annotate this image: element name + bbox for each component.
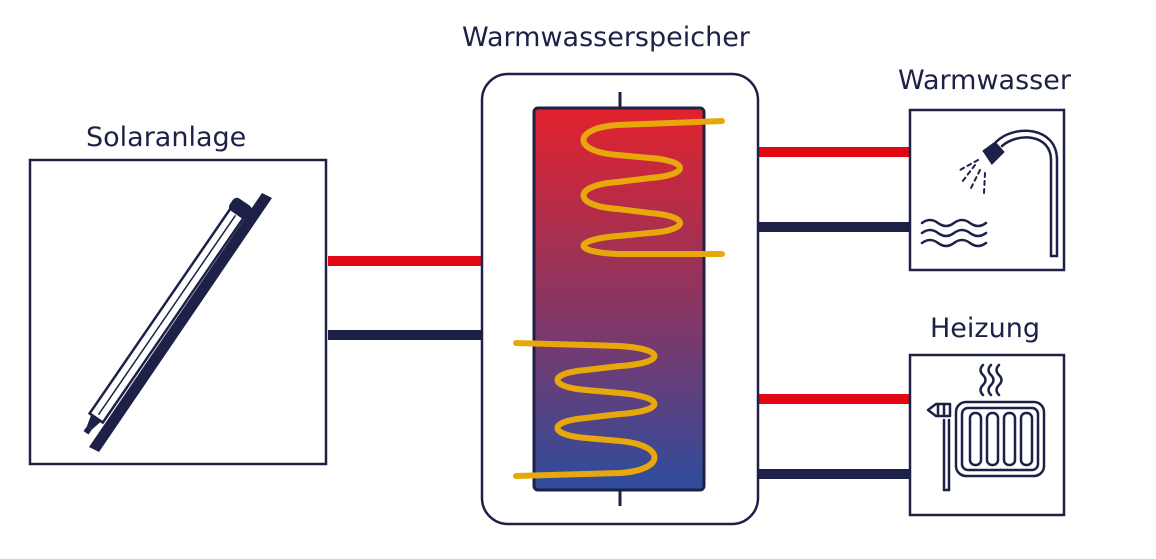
shower-icon [920, 129, 1059, 258]
radiator-icon [926, 363, 1046, 492]
solar-collector-icon [83, 193, 272, 452]
heating-label: Heizung [930, 313, 1040, 344]
tank-label: Warmwasserspeicher [462, 22, 750, 53]
tank-body [532, 106, 706, 492]
solar-label: Solaranlage [86, 122, 247, 153]
upper-heat-coil [580, 118, 725, 257]
lower-heat-coil [513, 340, 658, 479]
hot-water-label: Warmwasser [898, 65, 1071, 96]
